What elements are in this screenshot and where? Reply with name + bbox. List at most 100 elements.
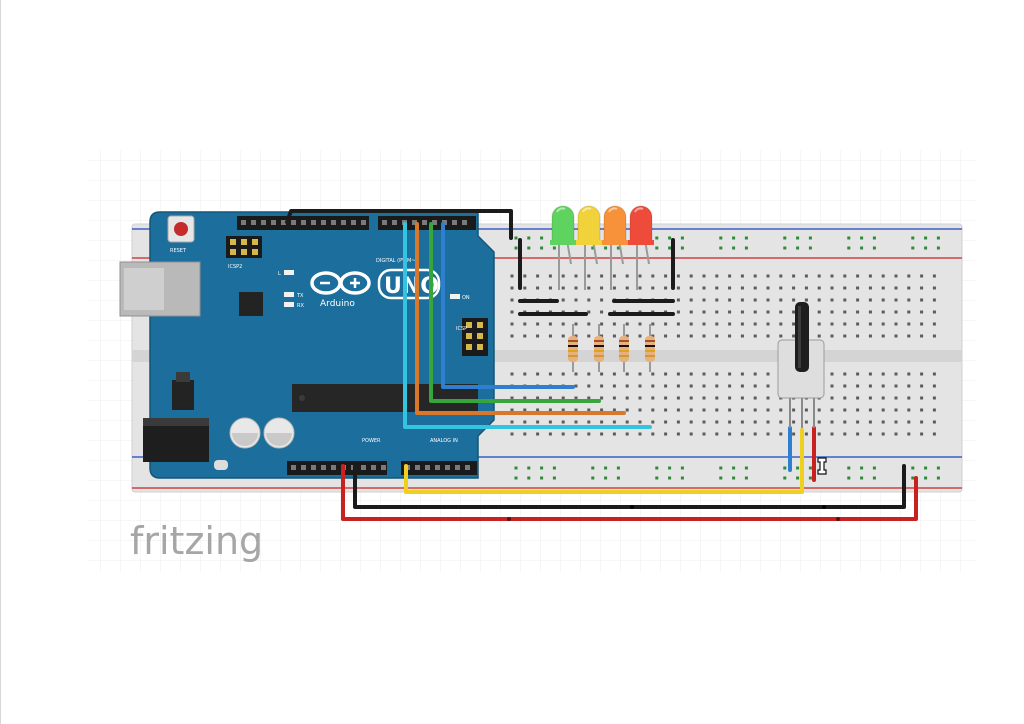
breadboard-hole [625,274,629,278]
header-pin [291,220,296,225]
breadboard-hole [536,408,540,412]
breadboard-hole [651,408,655,412]
breadboard-hole [587,420,591,424]
breadboard-hole [676,384,680,388]
breadboard-hole [728,408,732,412]
breadboard-hole [612,286,616,290]
breadboard-hole [856,396,860,400]
rail-hole [540,246,544,250]
breadboard-hole [881,432,885,436]
wire-black-bottom [353,464,906,509]
resistor-band [594,350,604,352]
breadboard-hole [715,310,719,314]
breadboard-hole [651,334,655,338]
breadboard-hole [638,408,642,412]
breadboard-hole [907,334,911,338]
breadboard-hole [561,396,565,400]
breadboard-hole [881,286,885,290]
breadboard-hole [843,432,847,436]
breadboard-hole [753,334,757,338]
breadboard-hole [843,310,847,314]
breadboard-hole [894,384,898,388]
breadboard-hole [856,334,860,338]
breadboard-hole [676,408,680,412]
wire-black-top [285,209,513,240]
header-pin [425,465,430,470]
breadboard-hole [587,408,591,412]
header-pin [241,220,246,225]
breadboard-hole [612,384,616,388]
breadboard-hole [548,334,552,338]
breadboard-hole [792,432,796,436]
atmega-notch [299,395,305,401]
breadboard-hole [766,310,770,314]
breadboard-hole [536,286,540,290]
breadboard-hole [689,274,693,278]
breadboard-hole [548,286,552,290]
breadboard-hole [548,322,552,326]
rail-hole [680,476,684,480]
breadboard-hole [587,274,591,278]
breadboard-hole [625,420,629,424]
header-pin [331,220,336,225]
header-pin [251,220,256,225]
breadboard-hole [920,286,924,290]
breadboard-hole [856,310,860,314]
icsp-header [462,318,488,356]
reset-button-cap[interactable] [174,222,188,236]
rail-hole [616,476,620,480]
led-rim [576,240,602,245]
rail-hole [783,236,787,240]
rail-hole [719,236,723,240]
breadboard-hole [907,384,911,388]
breadboard-hole [523,396,527,400]
breadboard-hole [766,384,770,388]
header-pin [301,465,306,470]
breadboard-hole [804,298,808,302]
mouse-cursor-icon [817,457,827,475]
breadboard-hole [740,432,744,436]
rx-label: RX [297,303,304,309]
rail-hole [936,466,940,470]
pot-knob[interactable] [795,302,809,372]
breadboard-hole [792,322,796,326]
rail-hole [552,476,556,480]
breadboard-hole [612,334,616,338]
breadboard-hole [932,420,936,424]
breadboard-hole [868,372,872,376]
breadboard-hole [510,420,514,424]
on-label: ON [462,295,470,301]
breadboard-hole [651,322,655,326]
breadboard-hole [932,286,936,290]
digital-header-left [237,216,369,230]
breadboard-hole [753,432,757,436]
breadboard-hole [766,408,770,412]
rail-hole [540,476,544,480]
breadboard-hole [625,334,629,338]
rail-hole [847,236,851,240]
breadboard-hole [753,420,757,424]
breadboard-hole [638,420,642,424]
resistor-body [594,336,604,362]
breadboard-hole [548,432,552,436]
rail-hole [527,466,531,470]
breadboard-hole [561,322,565,326]
breadboard-hole [843,286,847,290]
breadboard-hole [856,432,860,436]
breadboard-hole [792,334,796,338]
breadboard-hole [881,334,885,338]
breadboard-hole [689,334,693,338]
breadboard-hole [881,420,885,424]
breadboard-hole [894,396,898,400]
breadboard-hole [920,396,924,400]
breadboard-hole [766,298,770,302]
header-pin [422,220,427,225]
breadboard-hole [920,432,924,436]
breadboard-hole [651,384,655,388]
breadboard-hole [753,322,757,326]
header-pin [452,220,457,225]
breadboard-hole [676,396,680,400]
breadboard-hole [702,286,706,290]
breadboard-hole [676,432,680,436]
breadboard-hole [587,310,591,314]
